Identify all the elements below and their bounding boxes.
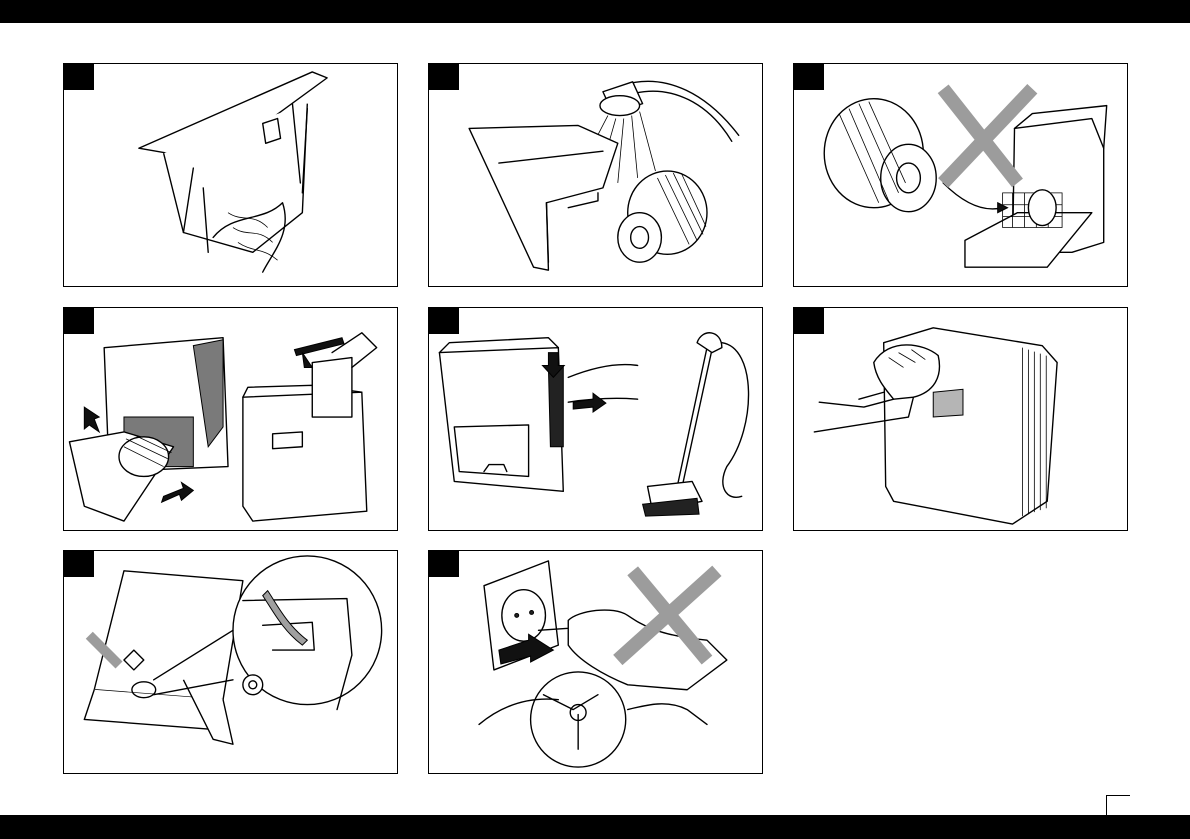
no-dishwasher-icon <box>794 64 1127 286</box>
illustration-panel-3 <box>793 63 1128 287</box>
do-not-pull-cord-icon <box>429 551 762 773</box>
shower-rinse-icon <box>429 64 762 286</box>
water-tank-rinsing-icon <box>64 64 397 286</box>
top-black-band <box>0 0 1190 23</box>
reassemble-tank-icon <box>64 308 397 530</box>
illustration-panel-6 <box>793 307 1128 531</box>
wipe-housing-icon <box>794 308 1127 530</box>
bottom-black-band <box>0 815 1190 839</box>
illustration-panel-8 <box>428 550 763 774</box>
illustration-panel-4 <box>63 307 398 531</box>
illustration-panel-1 <box>63 63 398 287</box>
step-number-badge <box>429 308 459 334</box>
step-number-badge <box>64 551 94 577</box>
step-number-badge <box>794 64 824 90</box>
step-number-badge <box>64 308 94 334</box>
illustration-panel-7 <box>63 550 398 774</box>
step-number-badge <box>429 551 459 577</box>
page-number <box>1106 795 1130 815</box>
step-number-badge <box>794 308 824 334</box>
step-number-badge <box>64 64 94 90</box>
illustration-panel-5 <box>428 307 763 531</box>
vacuum-cleaning-icon <box>429 308 762 530</box>
step-number-badge <box>429 64 459 90</box>
illustration-panel-2 <box>428 63 763 287</box>
float-sensor-check-icon <box>64 551 397 773</box>
